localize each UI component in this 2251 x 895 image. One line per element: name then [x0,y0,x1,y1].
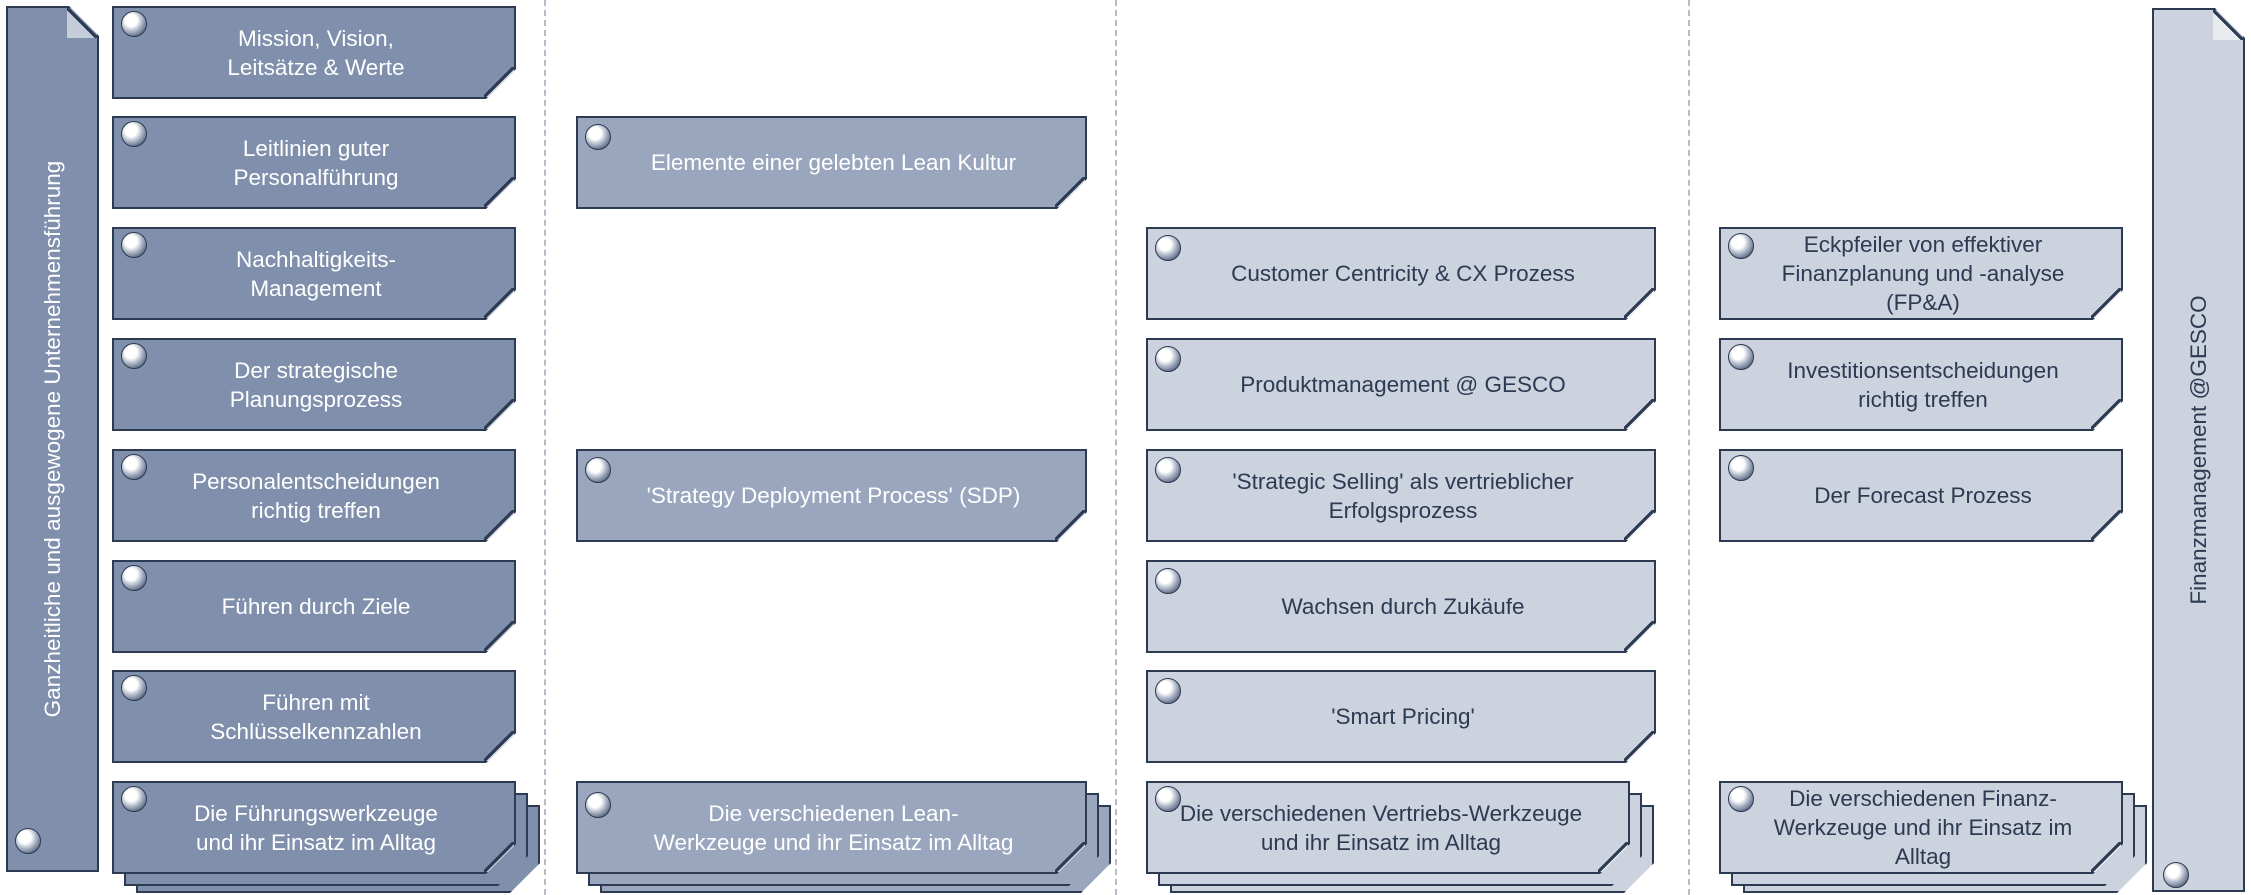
pushpin-icon [121,232,147,259]
card-label: Die verschiedenen Lean-Werkzeuge und ihr… [653,800,1014,855]
left-banner-label: Ganzheitliche und ausgewogene Unternehme… [39,160,65,718]
divider-2 [1115,0,1117,895]
pushpin-icon [585,792,611,819]
card-label: Customer Centricity & CX Prozess [1231,261,1575,286]
pushpin-icon [585,124,611,151]
card-lean-werkzeuge[interactable]: Die verschiedenen Lean-Werkzeuge und ihr… [576,781,1087,874]
pushpin-icon [121,11,147,38]
card-label: Der Forecast Prozess [1814,483,2032,508]
right-banner-fold [2213,10,2243,40]
pushpin-icon [1155,346,1181,373]
card-label: Führen durch Ziele [221,594,411,619]
card-mission-vision[interactable]: Mission, Vision,Leitsätze & Werte [112,6,516,99]
card-sdp[interactable]: 'Strategy Deployment Process' (SDP) [576,449,1087,542]
pushpin-icon [121,675,147,702]
card-label: Elemente einer gelebten Lean Kultur [650,150,1017,175]
left-banner-pushpin-icon [15,828,41,855]
card-lean-kultur[interactable]: Elemente einer gelebten Lean Kultur [576,116,1087,209]
card-zukaeufe[interactable]: Wachsen durch Zukäufe [1146,560,1656,653]
pushpin-icon [121,343,147,370]
right-banner: Finanzmanagement @GESCO [2152,8,2245,892]
divider-3 [1688,0,1690,895]
pushpin-icon [1155,235,1181,262]
right-banner-pushpin-icon [2163,862,2189,889]
card-nachhaltigkeit[interactable]: Nachhaltigkeits-Management [112,227,516,320]
pushpin-icon [121,454,147,481]
card-label: Nachhaltigkeits-Management [235,246,397,301]
card-label: 'Strategy Deployment Process' (SDP) [646,483,1021,508]
card-label: Produktmanagement @ GESCO [1240,372,1566,397]
pushpin-icon [1155,457,1181,484]
divider-1 [544,0,546,895]
card-label: 'Smart Pricing' [1331,704,1475,729]
pushpin-icon [1728,344,1754,371]
left-banner-fold [67,8,97,38]
pushpin-icon [121,565,147,592]
pushpin-icon [121,786,147,813]
pushpin-icon [1728,233,1754,260]
card-fuehren-ziele[interactable]: Führen durch Ziele [112,560,516,653]
card-finanz-werkzeuge[interactable]: Die verschiedenen Finanz-Werkzeuge und i… [1719,781,2123,874]
right-banner-label: Finanzmanagement @GESCO [2185,295,2211,605]
card-label: Wachsen durch Zukäufe [1281,594,1525,619]
pushpin-icon [1728,455,1754,482]
card-customer-centricity[interactable]: Customer Centricity & CX Prozess [1146,227,1656,320]
pushpin-icon [1728,786,1754,813]
card-label: Die verschiedenen Finanz-Werkzeuge und i… [1773,786,2073,869]
left-banner: Ganzheitliche und ausgewogene Unternehme… [6,6,99,872]
card-produktmanagement[interactable]: Produktmanagement @ GESCO [1146,338,1656,431]
card-forecast[interactable]: Der Forecast Prozess [1719,449,2123,542]
card-label: Mission, Vision,Leitsätze & Werte [227,25,405,80]
pushpin-icon [585,457,611,484]
pushpin-icon [1155,568,1181,595]
pushpin-icon [1155,678,1181,705]
card-smart-pricing[interactable]: 'Smart Pricing' [1146,670,1656,763]
pushpin-icon [121,121,147,148]
pushpin-icon [1155,786,1181,813]
